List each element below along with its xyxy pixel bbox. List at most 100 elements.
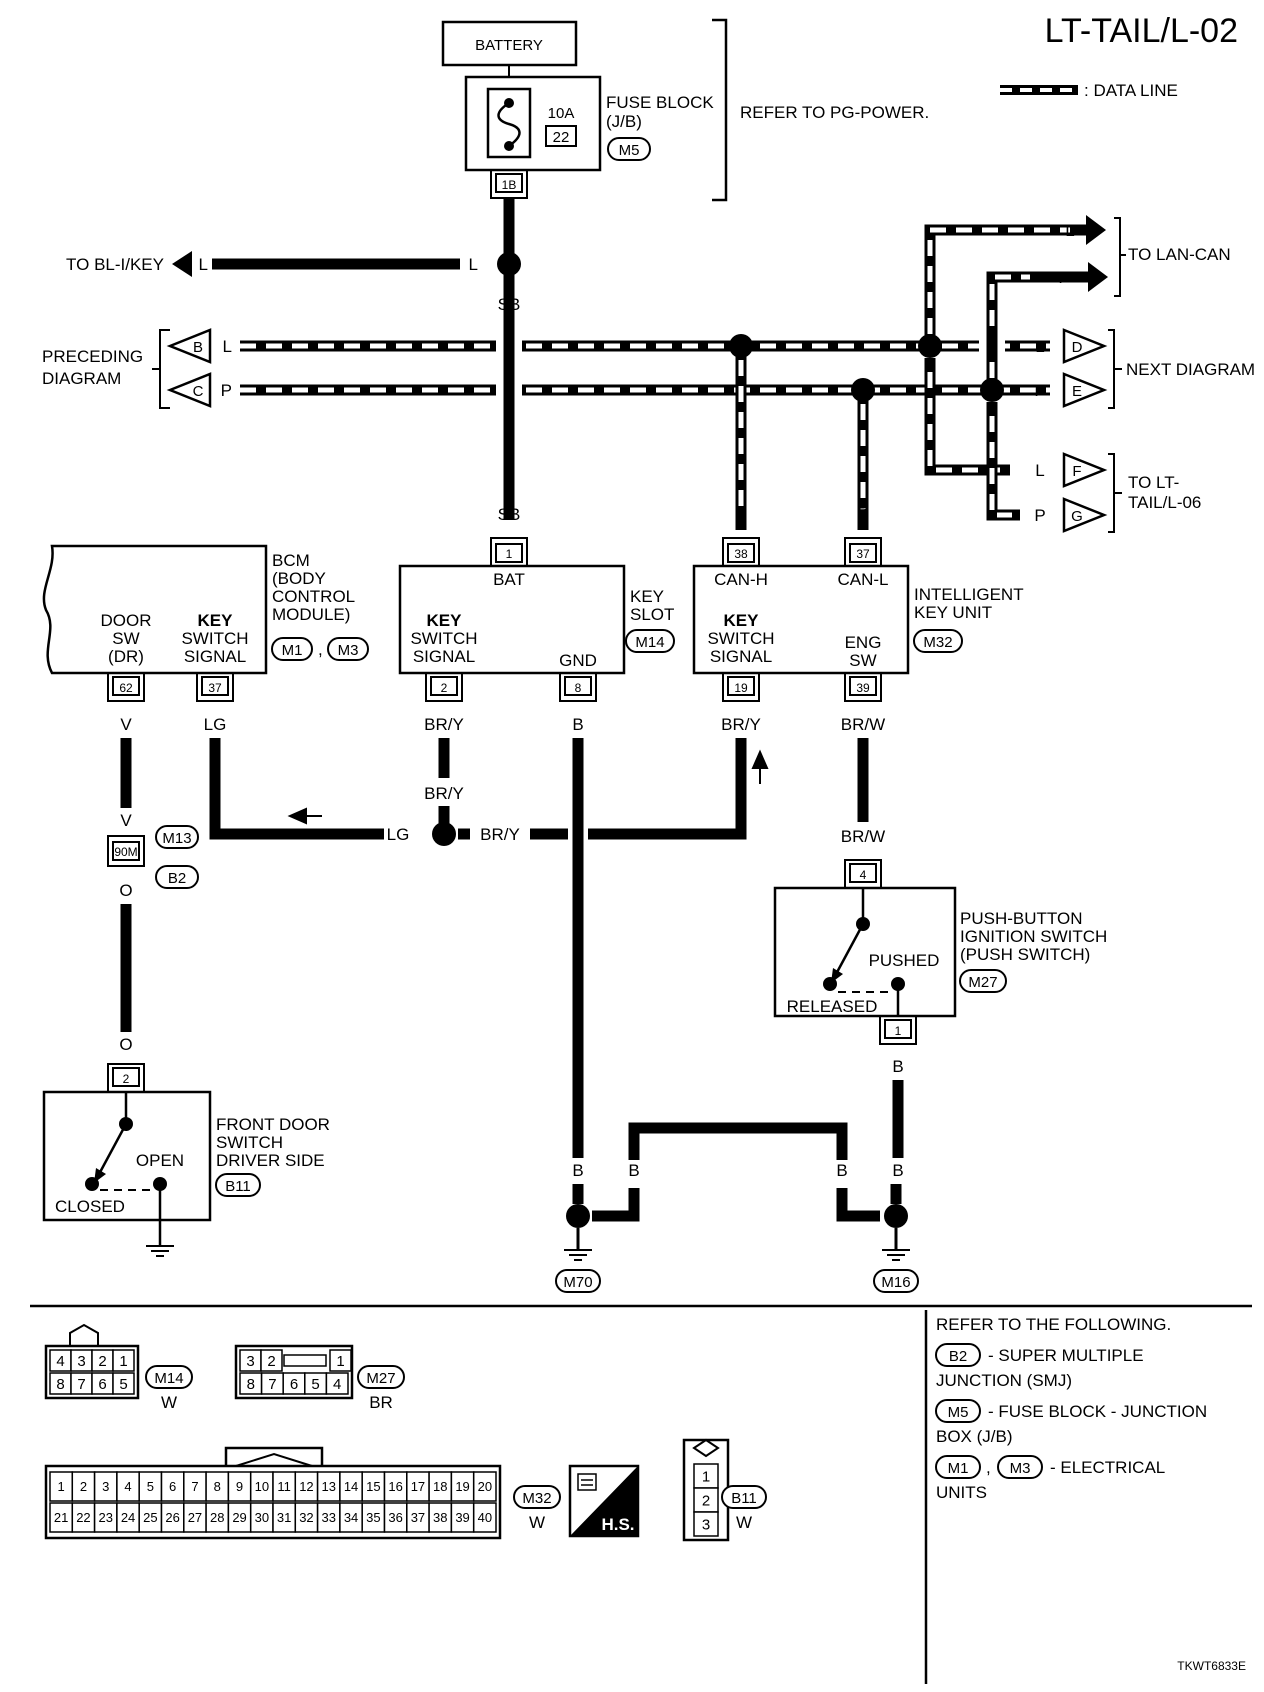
preceding-label-1: PRECEDING: [42, 347, 143, 366]
door-switch-conn: B11: [225, 1178, 251, 1195]
wire-color-B2: B: [572, 1161, 583, 1180]
m32-pin: 34: [344, 1510, 358, 1525]
key-slot-key-3: SIGNAL: [413, 647, 475, 666]
m27-pin: 3: [246, 1353, 254, 1370]
wire-color-SB2: SB: [498, 505, 521, 524]
lan-can-L: [924, 224, 1080, 476]
wire-color-L3: L: [199, 255, 208, 274]
wire-color-BRW: BR/W: [841, 715, 885, 734]
b11-pin-cell: [693, 1511, 719, 1537]
ground-m16-pill: [873, 1269, 919, 1293]
m32-color: W: [529, 1513, 545, 1532]
door-switch-conn-pill: [215, 1173, 261, 1197]
m27-color: BR: [369, 1393, 393, 1412]
ground-m70-pill: [555, 1269, 601, 1293]
m32-pin: 36: [388, 1510, 402, 1525]
fuse-block-conn-pill: [607, 137, 651, 161]
m27-pin: 2: [267, 1353, 275, 1370]
wire-color-P4: P: [1034, 381, 1045, 400]
bcm-pin-door: 62: [119, 681, 133, 695]
bcm-name-1: BCM: [272, 551, 310, 570]
m32-pin: 8: [214, 1479, 221, 1494]
bcm-name-3: CONTROL: [272, 587, 355, 606]
ground-m70-icon: [564, 1249, 592, 1261]
m32-pin: 40: [478, 1510, 492, 1525]
m14-pin: 1: [119, 1353, 127, 1370]
wire-color-P: P: [221, 381, 232, 400]
iku-pin-eng: 39: [856, 681, 870, 695]
wire-color-L4: L: [223, 337, 232, 356]
m32-pin: 3: [102, 1479, 109, 1494]
m32-pin: 2: [80, 1479, 87, 1494]
data-line-legend: : DATA LINE: [1000, 81, 1178, 100]
diagram-title: LT-TAIL/L-02: [1045, 12, 1238, 50]
refer-m5: M5: [948, 1404, 969, 1421]
bcm-comma: ,: [318, 640, 323, 659]
wire-color-P2: P: [857, 505, 868, 524]
iku-key-1: KEY: [724, 611, 760, 630]
wire-color-L2: L: [469, 255, 478, 274]
terminal-F-label: F: [1072, 463, 1081, 480]
m32-pin: 25: [143, 1510, 157, 1525]
terminal-F: [1062, 452, 1108, 488]
wire-color-LG: LG: [204, 715, 227, 734]
b11-pin: 2: [702, 1492, 710, 1509]
m14-pin-cell: [112, 1372, 135, 1395]
bcm-pin-key: 37: [208, 681, 222, 695]
m32-pin: 14: [344, 1479, 358, 1494]
m32-pin: 19: [455, 1479, 469, 1494]
refer-m3-pill: [997, 1455, 1043, 1479]
key-slot-gnd: GND: [559, 651, 597, 670]
refer-m1-pill: [935, 1455, 981, 1479]
m32-pin: 31: [277, 1510, 291, 1525]
refer-b2-text-2: JUNCTION (SMJ): [936, 1371, 1072, 1390]
door-switch-name-1: FRONT DOOR: [216, 1115, 330, 1134]
m32-pin: 39: [455, 1510, 469, 1525]
joint-conn1-pill: [155, 825, 199, 849]
bcm-door-sw-3: (DR): [108, 647, 144, 666]
push-switch-released: RELEASED: [787, 997, 878, 1016]
m27-pin: 5: [311, 1376, 319, 1393]
wire-color-L7: L: [1035, 337, 1044, 356]
m32-pin: 22: [76, 1510, 90, 1525]
fuse-block-name: FUSE BLOCK: [606, 93, 714, 112]
terminal-D: [1062, 328, 1108, 364]
terminal-D-label: D: [1072, 339, 1083, 356]
m27-pin: 7: [268, 1376, 276, 1393]
terminal-B-label: B: [193, 339, 203, 356]
m27-pin-cell: [329, 1349, 352, 1372]
door-switch-ground-icon: [146, 1245, 174, 1257]
hs-label: H.S.: [601, 1515, 634, 1534]
refer-m1: M1: [948, 1460, 969, 1477]
lan-can-label: TO LAN-CAN: [1128, 245, 1231, 264]
m32-pin: 16: [388, 1479, 402, 1494]
joint-conn2-pill: [155, 865, 199, 889]
m32-pin: 20: [478, 1479, 492, 1494]
b11-label-pill: [721, 1485, 767, 1509]
wire-color-L5: L: [736, 505, 745, 524]
diagram-code: TKWT6833E: [1177, 1659, 1246, 1673]
terminal-E: [1062, 372, 1108, 408]
wire-color-L6: L: [1065, 221, 1074, 240]
push-switch-name-1: PUSH-BUTTON: [960, 909, 1082, 928]
signal-arrow-left: [287, 807, 322, 825]
connector-b11-pins: 123: [693, 1463, 719, 1537]
m27-label-pill: [357, 1365, 405, 1389]
refer-m5-pill: [935, 1399, 981, 1423]
fuse-amperage: 10A: [548, 105, 575, 122]
m32-pin: 11: [277, 1479, 291, 1494]
m27-pin: 6: [290, 1376, 298, 1393]
push-switch-conn: M27: [968, 974, 997, 991]
wire-color-BRY3: BR/Y: [424, 784, 464, 803]
door-switch-closed: CLOSED: [55, 1197, 125, 1216]
bcm-box: [42, 544, 268, 675]
push-switch-name-2: IGNITION SWITCH: [960, 927, 1107, 946]
bcm-conn2: M3: [338, 642, 359, 659]
iku-pin-can-l: 37: [856, 547, 870, 561]
wire-color-P5: P: [1034, 506, 1045, 525]
ground-m70-label: M70: [563, 1274, 592, 1291]
bcm-name-4: MODULE): [272, 605, 350, 624]
key-slot-pin-bat: 1: [506, 547, 513, 561]
key-slot-conn: M14: [635, 634, 664, 651]
